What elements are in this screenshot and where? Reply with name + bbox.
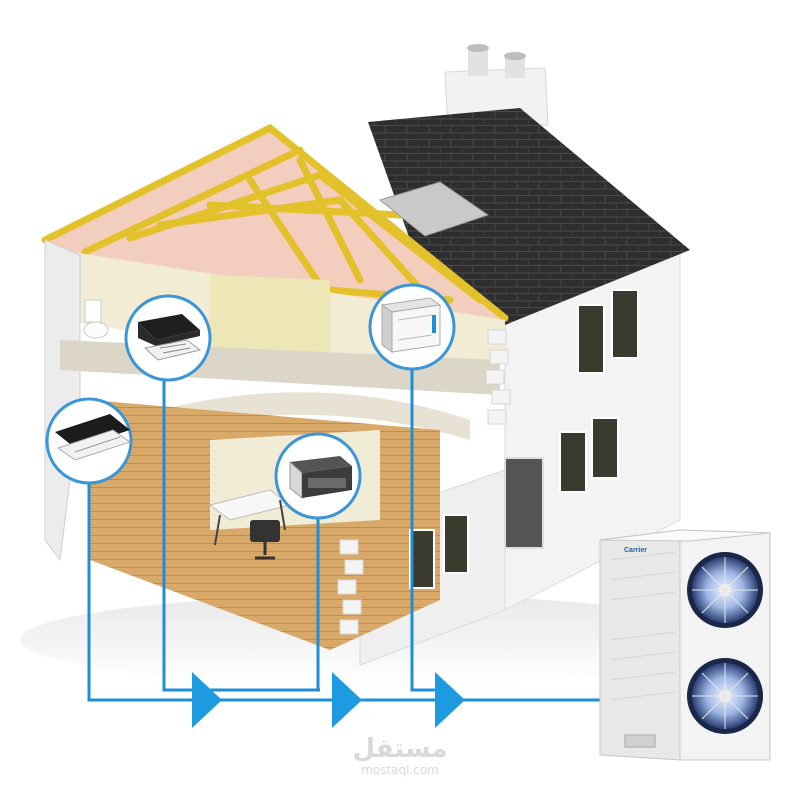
front-door <box>504 457 544 549</box>
pipe-1 <box>87 480 600 702</box>
pipe-4 <box>410 370 440 692</box>
cassette-icon <box>138 314 202 361</box>
one-way-cassette-unit <box>45 397 133 485</box>
flow-arrows <box>192 672 465 728</box>
outdoor-unit: Carrier <box>599 529 771 761</box>
slim-cassette-icon <box>55 414 132 461</box>
ducted-unit <box>274 432 362 520</box>
watermark: مستقل mostaql.com <box>340 735 460 777</box>
refrigerant-pipes <box>87 370 600 702</box>
office-chair <box>250 520 280 560</box>
pipe-2 <box>162 375 320 692</box>
watermark-url: mostaql.com <box>361 763 439 777</box>
upper-floor-wall <box>210 275 330 355</box>
watermark-arabic: مستقل <box>352 734 448 764</box>
lower-ceiling-arch <box>160 392 470 440</box>
wall-cut-bricks <box>337 329 511 635</box>
flow-arrow-3 <box>435 672 465 728</box>
outdoor-unit-brand: Carrier <box>624 547 647 554</box>
flow-arrow-1 <box>192 672 222 728</box>
toilet <box>83 299 109 339</box>
fan-bottom <box>687 658 763 734</box>
flow-arrow-2 <box>332 672 362 728</box>
cassette-ceiling-unit <box>124 294 212 382</box>
fan-top <box>687 552 763 628</box>
windows <box>409 289 639 589</box>
roof-window <box>378 181 490 237</box>
desk <box>208 489 292 546</box>
duct-unit-icon <box>289 456 352 500</box>
floor-console-unit <box>368 283 456 371</box>
console-icon <box>380 297 442 353</box>
